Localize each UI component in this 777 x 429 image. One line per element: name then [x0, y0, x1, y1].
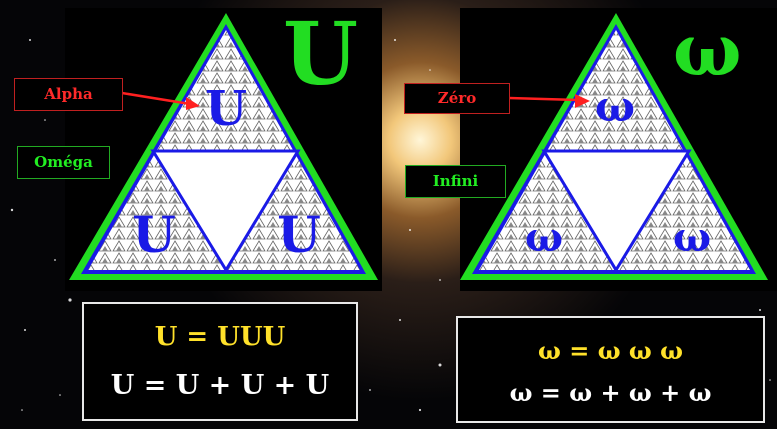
- left-bottom-left-symbol: U: [126, 210, 182, 260]
- right-bottom-right-symbol: ω: [664, 218, 720, 258]
- label-infini: Infini: [405, 165, 506, 198]
- right-top-symbol: ω: [588, 86, 642, 128]
- label-omega: Oméga: [17, 146, 110, 179]
- title-symbol-u: U: [283, 12, 358, 98]
- red-arrow-icon: [509, 94, 590, 108]
- left-formula-line2: U = U + U + U: [84, 370, 356, 401]
- label-zero: Zéro: [404, 83, 510, 114]
- right-formula-line2: ω = ω + ω + ω: [458, 378, 763, 407]
- title-symbol-omega: ω: [673, 14, 742, 86]
- label-alpha: Alpha: [14, 78, 123, 111]
- left-formula-line1: U = UUU: [84, 322, 356, 352]
- right-bottom-left-symbol: ω: [516, 218, 572, 258]
- left-bottom-right-symbol: U: [271, 210, 327, 260]
- right-formula-box: ω = ω ω ω ω = ω + ω + ω: [456, 316, 765, 423]
- right-formula-line1: ω = ω ω ω: [458, 336, 763, 365]
- left-formula-box: U = UUU U = U + U + U: [82, 302, 358, 421]
- left-top-symbol: U: [200, 85, 252, 133]
